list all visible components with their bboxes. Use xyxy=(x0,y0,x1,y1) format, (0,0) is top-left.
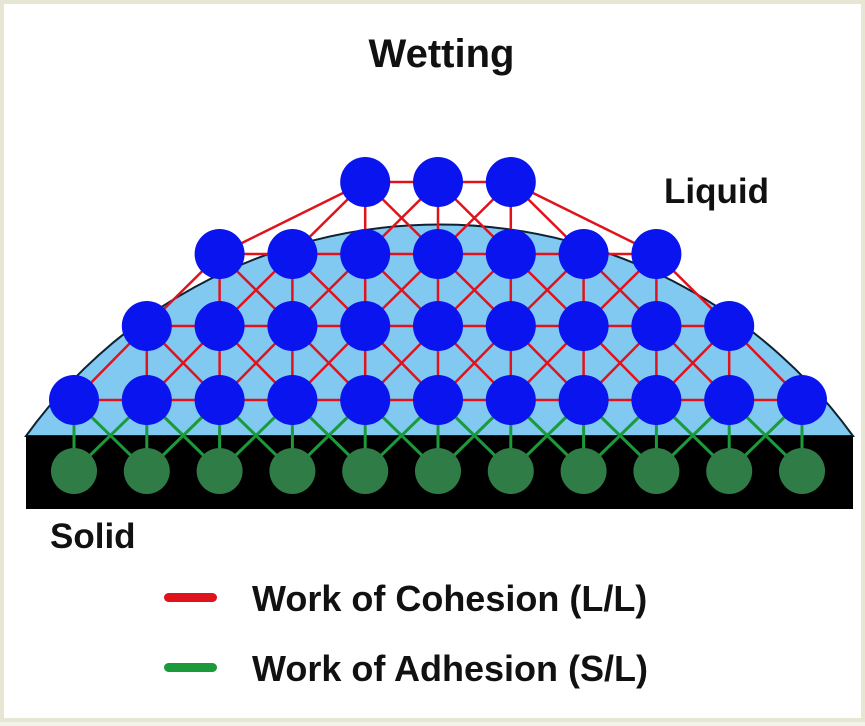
liquid-molecule xyxy=(340,375,391,425)
solid-molecule xyxy=(779,448,825,494)
liquid-label: Liquid xyxy=(664,172,769,211)
solid-molecule xyxy=(342,448,389,494)
liquid-molecule xyxy=(631,229,682,279)
liquid-molecule xyxy=(704,375,755,425)
liquid-molecule xyxy=(413,375,463,425)
solid-molecule xyxy=(415,448,461,494)
liquid-molecule xyxy=(413,301,463,351)
liquid-molecule xyxy=(267,229,318,279)
solid-molecule xyxy=(123,448,170,494)
cohesion-bond xyxy=(510,180,657,256)
liquid-molecule xyxy=(485,157,536,207)
liquid-molecule xyxy=(558,375,609,425)
adhesion-swatch xyxy=(164,663,217,672)
solid-label: Solid xyxy=(50,517,136,556)
solid-molecule xyxy=(51,448,97,494)
liquid-molecule xyxy=(631,301,682,351)
liquid-molecule xyxy=(704,301,755,351)
solid-molecule xyxy=(487,448,534,494)
liquid-molecule xyxy=(194,375,245,425)
liquid-molecule xyxy=(194,301,245,351)
liquid-molecule xyxy=(267,301,318,351)
liquid-molecule xyxy=(631,375,682,425)
liquid-molecule xyxy=(485,301,536,351)
diagram-title: Wetting xyxy=(368,32,515,76)
liquid-molecule xyxy=(558,301,609,351)
liquid-molecule xyxy=(558,229,609,279)
liquid-molecule xyxy=(485,375,536,425)
liquid-molecule xyxy=(194,229,245,279)
solid-molecule xyxy=(633,448,680,494)
liquid-molecule xyxy=(485,229,536,279)
liquid-molecule xyxy=(413,229,463,279)
liquid-molecule xyxy=(340,229,391,279)
liquid-molecule xyxy=(121,375,172,425)
liquid-molecule xyxy=(267,375,318,425)
molecules-layer xyxy=(49,157,827,494)
liquid-molecule xyxy=(340,301,391,351)
legend-label-cohesion: Work of Cohesion (L/L) xyxy=(252,578,648,619)
solid-molecule xyxy=(269,448,316,494)
cohesion-swatch xyxy=(164,593,217,602)
liquid-molecule xyxy=(340,157,391,207)
solid-molecule xyxy=(706,448,753,494)
cohesion-bond xyxy=(219,180,366,256)
liquid-molecule xyxy=(121,301,172,351)
solid-molecule xyxy=(560,448,607,494)
wetting-diagram xyxy=(24,157,855,509)
solid-molecule xyxy=(196,448,243,494)
liquid-molecule xyxy=(777,375,827,425)
legend-label-adhesion: Work of Adhesion (S/L) xyxy=(252,648,648,689)
liquid-molecule xyxy=(413,157,463,207)
liquid-molecule xyxy=(49,375,99,425)
